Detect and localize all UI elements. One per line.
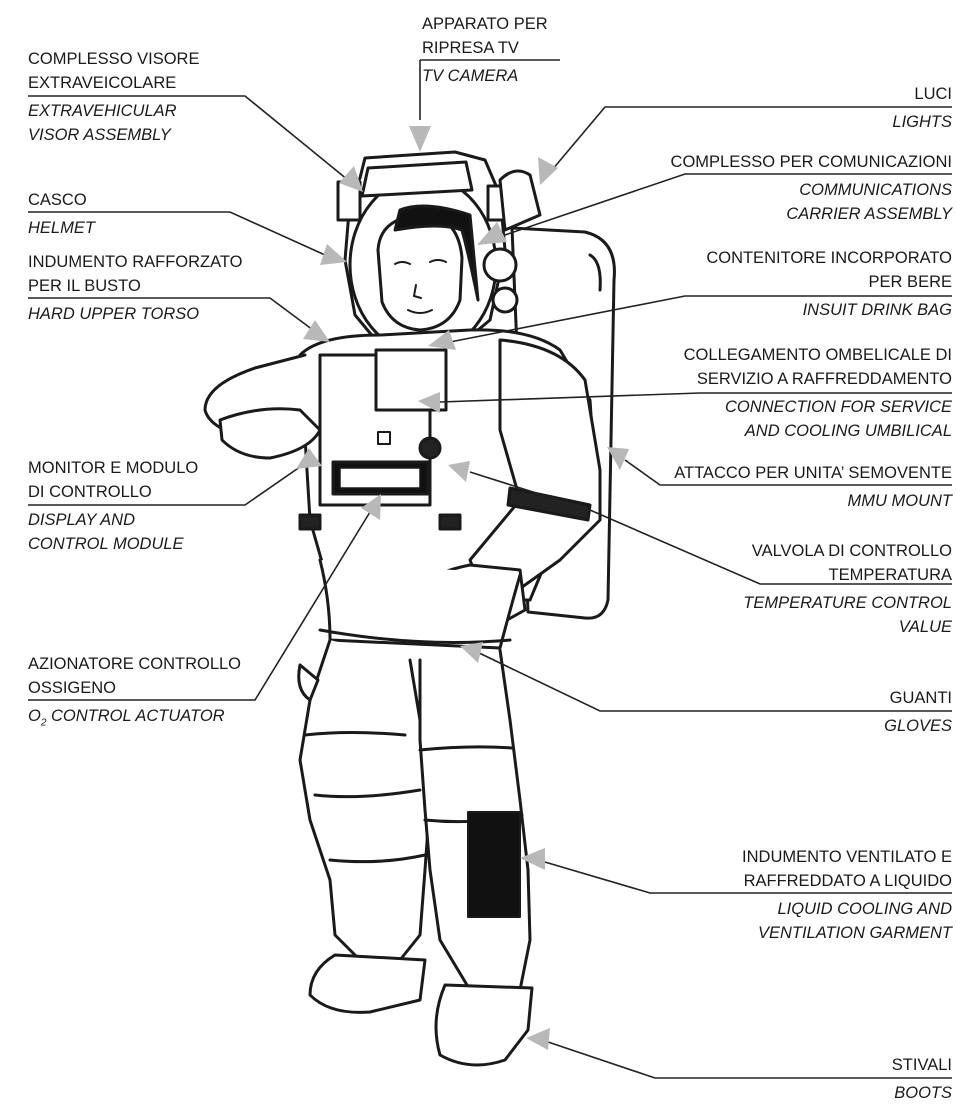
label-helmet-en: HELMET	[28, 216, 95, 240]
label-umbilical-en: CONNECTION FOR SERVICE AND COOLING UMBIL…	[684, 395, 952, 443]
label-comms-en: COMMUNICATIONS CARRIER ASSEMBLY	[671, 178, 952, 226]
left-leg	[300, 640, 430, 960]
label-o2-en-text: CONTROL ACTUATOR	[46, 707, 224, 725]
helmet-lights	[500, 171, 540, 230]
label-gloves-it: GUANTI	[884, 686, 952, 710]
label-torso-en: HARD UPPER TORSO	[28, 302, 243, 326]
label-boots: STIVALI BOOTS	[892, 1053, 952, 1105]
label-umbilical-it: COLLEGAMENTO OMBELICALE DI SERVIZIO A RA…	[684, 343, 952, 391]
label-drink-bag-it: CONTENITORE INCORPORATO PER BERE	[706, 246, 952, 294]
label-o2-it: AZIONATORE CONTROLLO OSSIGENO	[28, 652, 241, 700]
label-lights-it: LUCI	[892, 82, 952, 106]
label-o2-en: O2 CONTROL ACTUATOR	[28, 704, 241, 728]
label-lcvg: INDUMENTO VENTILATO E RAFFREDDATO A LIQU…	[742, 845, 952, 945]
label-visor-en: EXTRAVEHICULAR VISOR ASSEMBLY	[28, 99, 199, 147]
label-mmu-en: MMU MOUNT	[674, 489, 952, 513]
right-boot	[436, 985, 532, 1065]
label-tv-camera-en: TV CAMERA	[422, 64, 548, 88]
label-o2: AZIONATORE CONTROLLO OSSIGENO O2 CONTROL…	[28, 652, 241, 728]
label-boots-en: BOOTS	[892, 1081, 952, 1105]
label-lights-en: LIGHTS	[892, 110, 952, 134]
lcvg-panel	[468, 812, 520, 917]
label-tv-camera-it: APPARATO PER RIPRESA TV	[422, 12, 548, 60]
label-display: MONITOR E MODULO DI CONTROLLO DISPLAY AN…	[28, 456, 198, 556]
label-visor-it: COMPLESSO VISORE EXTRAVEICOLARE	[28, 47, 199, 95]
left-boot	[310, 955, 425, 1012]
label-lcvg-en: LIQUID COOLING AND VENTILATION GARMENT	[742, 897, 952, 945]
label-umbilical: COLLEGAMENTO OMBELICALE DI SERVIZIO A RA…	[684, 343, 952, 443]
label-o2-en-prefix: O	[28, 707, 41, 725]
label-mmu-it: ATTACCO PER UNITA’ SEMOVENTE	[674, 461, 952, 485]
label-drink-bag: CONTENITORE INCORPORATO PER BERE INSUIT …	[706, 246, 952, 322]
label-boots-it: STIVALI	[892, 1053, 952, 1077]
astronaut-illustration	[205, 152, 614, 1065]
temp-control-valve	[420, 438, 440, 458]
label-gloves-en: GLOVES	[884, 714, 952, 738]
label-drink-bag-en: INSUIT DRINK BAG	[706, 298, 952, 322]
label-display-en: DISPLAY AND CONTROL MODULE	[28, 508, 198, 556]
label-temp-valve-it: VALVOLA DI CONTROLLO TEMPERATURA	[743, 539, 952, 587]
label-lights: LUCI LIGHTS	[892, 82, 952, 134]
label-helmet-it: CASCO	[28, 188, 95, 212]
label-gloves: GUANTI GLOVES	[884, 686, 952, 738]
label-display-it: MONITOR E MODULO DI CONTROLLO	[28, 456, 198, 504]
label-visor: COMPLESSO VISORE EXTRAVEICOLARE EXTRAVEH…	[28, 47, 199, 147]
label-helmet: CASCO HELMET	[28, 188, 95, 240]
label-comms: COMPLESSO PER COMUNICAZIONI COMMUNICATIO…	[671, 150, 952, 226]
label-tv-camera: APPARATO PER RIPRESA TV TV CAMERA	[422, 12, 548, 88]
label-temp-valve-en: TEMPERATURE CONTROL VALUE	[743, 591, 952, 639]
label-torso: INDUMENTO RAFFORZATO PER IL BUSTO HARD U…	[28, 250, 243, 326]
label-lcvg-it: INDUMENTO VENTILATO E RAFFREDDATO A LIQU…	[742, 845, 952, 893]
label-torso-it: INDUMENTO RAFFORZATO PER IL BUSTO	[28, 250, 243, 298]
label-temp-valve: VALVOLA DI CONTROLLO TEMPERATURA TEMPERA…	[743, 539, 952, 639]
label-comms-it: COMPLESSO PER COMUNICAZIONI	[671, 150, 952, 174]
label-mmu: ATTACCO PER UNITA’ SEMOVENTE MMU MOUNT	[674, 461, 952, 513]
